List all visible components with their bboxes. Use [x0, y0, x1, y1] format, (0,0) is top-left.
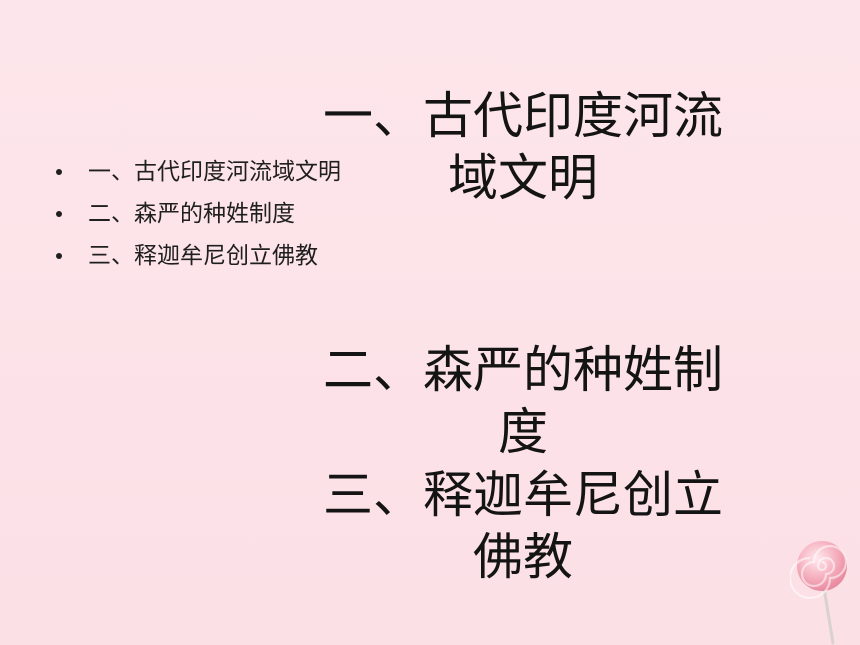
heading-caste-system: 二、森严的种姓制 度: [308, 339, 738, 463]
bullet-icon: [56, 169, 62, 175]
heading-buddhism: 三、释迦牟尼创立 佛教: [308, 464, 738, 588]
outline-item: 三、释迦牟尼创立佛教: [52, 240, 341, 282]
heading-line: 三、释迦牟尼创立: [323, 466, 723, 524]
outline-item: 一、古代印度河流域文明: [52, 156, 341, 198]
outline-item-label: 一、古代印度河流域文明: [88, 159, 341, 185]
heading-line: 度: [498, 403, 548, 461]
outline-item-label: 二、森严的种姓制度: [88, 201, 295, 227]
lollipop-icon: [790, 541, 848, 645]
heading-line: 二、森严的种姓制: [323, 341, 723, 399]
heading-line: 域文明: [448, 149, 598, 207]
outline-item-label: 三、释迦牟尼创立佛教: [88, 243, 318, 269]
outline-list: 一、古代印度河流域文明 二、森严的种姓制度 三、释迦牟尼创立佛教: [52, 156, 341, 282]
heading-indus-civilization: 一、古代印度河流 域文明: [308, 85, 738, 209]
heading-line: 一、古代印度河流: [323, 87, 723, 145]
outline-item: 二、森严的种姓制度: [52, 198, 341, 240]
bullet-icon: [56, 211, 62, 217]
heading-line: 佛教: [473, 528, 573, 586]
bullet-icon: [56, 253, 62, 259]
